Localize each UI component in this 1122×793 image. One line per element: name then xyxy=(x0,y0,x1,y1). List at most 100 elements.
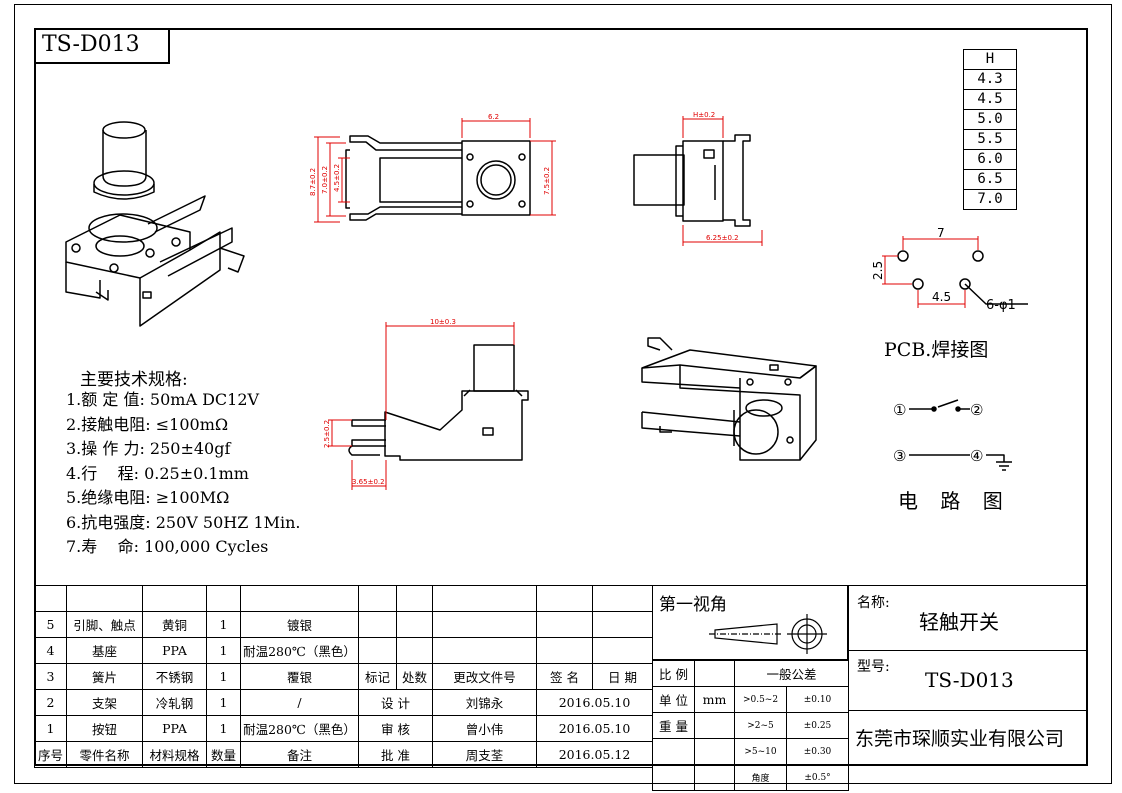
part-no: 4 xyxy=(34,637,67,664)
tol-value: ±0.10 xyxy=(785,686,850,713)
pcb-hole-label: 6-φ1 xyxy=(986,298,1016,313)
approver-name: 周支荃 xyxy=(432,741,537,768)
tol-range: >5~10 xyxy=(734,738,787,765)
part-material: 黄铜 xyxy=(142,611,207,638)
dim-top-width: 6.2 xyxy=(488,113,499,121)
header-material: 材料规格 xyxy=(142,741,207,768)
spec-item: 2.接触电阻: ≤100mΩ xyxy=(66,414,229,434)
outer-frame xyxy=(14,4,1112,784)
review-label: 审 核 xyxy=(358,715,433,742)
name-label: 名称: xyxy=(857,595,890,611)
name-value: 轻触开关 xyxy=(919,610,999,634)
spec-list: 1.额 定 值: 50mA DC12V 2.接触电阻: ≤100mΩ 3.操 作… xyxy=(66,388,301,560)
circuit-node-4: ④ xyxy=(970,447,983,465)
circuit-node-1: ① xyxy=(893,401,906,419)
part-qty: 1 xyxy=(206,637,241,664)
rev-header-doc: 更改文件号 xyxy=(432,663,537,690)
circuit-diagram xyxy=(909,399,1012,471)
isometric-view xyxy=(65,121,245,327)
part-note: 镀银 xyxy=(240,611,359,638)
dim-side-height: 2.5±0.2 xyxy=(323,420,331,448)
part-material: PPA xyxy=(142,637,207,664)
isometric-view-2 xyxy=(641,337,817,461)
spec-item: 3.操 作 力: 250±40gf xyxy=(66,439,231,458)
circuit-nodes: ① ② ③ ④ xyxy=(893,401,983,465)
dim-pin-spacing: 4.5±0.2 xyxy=(333,164,341,192)
dim-h: H±0.2 xyxy=(693,111,715,119)
approve-label: 批 准 xyxy=(358,741,433,768)
part-note: 耐温280℃（黑色） xyxy=(240,637,359,664)
company-name: 东莞市琛顺实业有限公司 xyxy=(855,728,1065,750)
part-material: 不锈钢 xyxy=(142,663,207,690)
unit-label: 单 位 xyxy=(652,686,695,713)
header-name: 零件名称 xyxy=(66,741,143,768)
spec-item: 1.额 定 值: 50mA DC12V xyxy=(66,390,260,409)
pcb-width-label: 7 xyxy=(937,226,945,240)
spec-item: 6.抗电强度: 250V 50HZ 1Min. xyxy=(66,512,301,532)
pcb-caption: PCB.焊接图 xyxy=(884,339,989,361)
general-tolerance-label: 一般公差 xyxy=(733,660,850,687)
tolerance-table: 比 例 一般公差 单 位 mm >0.5~2 ±0.10 重 量 >2~5 ±0… xyxy=(652,660,850,791)
side-section-view xyxy=(348,344,529,461)
rev-header-mark: 标记 xyxy=(358,663,397,690)
unit-value: mm xyxy=(694,686,735,713)
header-note: 备注 xyxy=(240,741,359,768)
spec-title: 主要技术规格: xyxy=(80,370,188,390)
rev-header-count: 处数 xyxy=(396,663,433,690)
dim-side-offset: 3.65±0.2 xyxy=(352,478,385,486)
parts-header-row: 序号 零件名称 材料规格 数量 备注 批 准 周支荃 2016.05.12 xyxy=(34,741,653,768)
part-qty: 1 xyxy=(206,663,241,690)
part-note: 耐温280℃（黑色） xyxy=(240,715,359,742)
parts-row: 2 支架 冷轧钢 1 / 设 计 刘锦永 2016.05.10 xyxy=(34,689,653,716)
part-qty: 1 xyxy=(206,611,241,638)
dim-body-height: 7.5±0.2 xyxy=(543,167,551,195)
part-no: 1 xyxy=(34,715,67,742)
review-date: 2016.05.10 xyxy=(536,715,653,742)
design-label: 设 计 xyxy=(358,689,433,716)
pcb-labels: 7 2.5 4.5 6-φ1 xyxy=(871,226,1016,313)
part-name: 按钮 xyxy=(66,715,143,742)
header-qty: 数量 xyxy=(206,741,241,768)
circuit-caption: 电 路 图 xyxy=(898,489,1011,513)
model-code: TS-D013 xyxy=(42,32,140,57)
tol-range: >0.5~2 xyxy=(734,686,787,713)
part-qty: 1 xyxy=(206,715,241,742)
height-value: 6.5 xyxy=(963,169,1017,190)
spec-item: 7.寿 命: 100,000 Cycles xyxy=(66,537,269,556)
tol-value: ±0.30 xyxy=(785,738,850,765)
title-block: 名称: 轻触开关 型号: TS-D013 东莞市琛顺实业有限公司 xyxy=(848,585,1088,766)
height-value: 7.0 xyxy=(963,189,1017,210)
parts-row: 4 基座 PPA 1 耐温280℃（黑色） xyxy=(34,637,653,664)
parts-row: 1 按钮 PPA 1 耐温280℃（黑色） 审 核 曾小伟 2016.05.10 xyxy=(34,715,653,742)
tol-value: ±0.25 xyxy=(785,712,850,739)
model-value: TS-D013 xyxy=(925,668,1014,692)
part-qty: 1 xyxy=(206,689,241,716)
weight-label: 重 量 xyxy=(652,712,695,739)
part-material: PPA xyxy=(142,715,207,742)
designer-name: 刘锦永 xyxy=(432,689,537,716)
first-angle-symbol xyxy=(709,614,827,654)
part-name: 支架 xyxy=(66,689,143,716)
circuit-node-3: ③ xyxy=(893,447,906,465)
reviewer-name: 曾小伟 xyxy=(432,715,537,742)
rev-header-sign: 签 名 xyxy=(536,663,593,690)
part-note: 覆银 xyxy=(240,663,359,690)
projection-label: 第一视角 xyxy=(659,595,727,615)
dim-side-length: 10±0.3 xyxy=(430,318,456,326)
parts-table: 5 引脚、触点 黄铜 1 镀银 4 基座 PPA 1 耐温280℃（黑色） 3 … xyxy=(34,585,653,768)
height-value: 6.0 xyxy=(963,149,1017,170)
pcb-height-label: 2.5 xyxy=(871,261,885,280)
parts-row: 5 引脚、触点 黄铜 1 镀银 xyxy=(34,611,653,638)
height-value: 4.5 xyxy=(963,89,1017,110)
rev-header-date: 日 期 xyxy=(592,663,653,690)
dim-pin-span: 8.7±0.2 xyxy=(309,168,317,196)
spec-item: 5.绝缘电阻: ≥100MΩ xyxy=(66,488,230,507)
spec-item: 4.行 程: 0.25±0.1mm xyxy=(66,463,249,483)
design-date: 2016.05.10 xyxy=(536,689,653,716)
part-no: 3 xyxy=(34,663,67,690)
tol-range: >2~5 xyxy=(734,712,787,739)
height-table: H 4.3 4.5 5.0 5.5 6.0 6.5 7.0 xyxy=(963,49,1017,210)
front-view xyxy=(633,134,751,227)
dimension-lines xyxy=(314,116,979,490)
top-view xyxy=(345,135,531,221)
